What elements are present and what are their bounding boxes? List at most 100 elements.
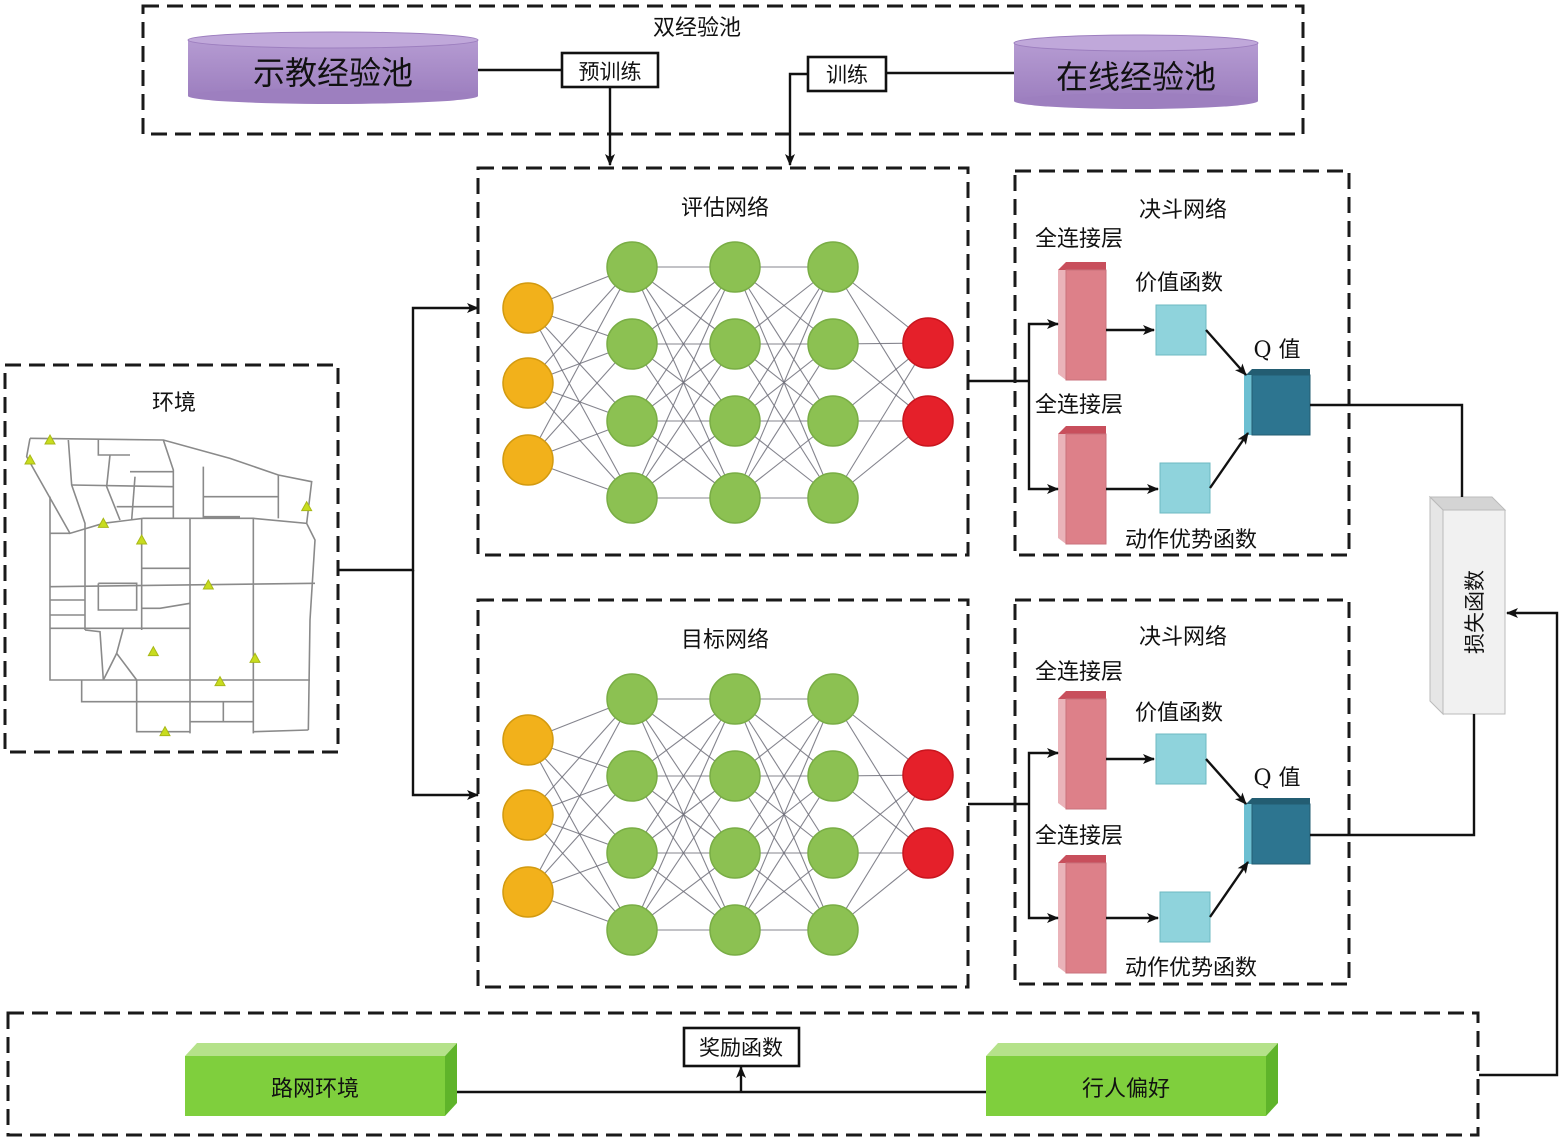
eval-network-frame: [476, 166, 970, 557]
network-edge: [527, 775, 633, 893]
dual-experience-pool: 双经验池 示教经验池 在线经验池 预训练 训练: [141, 4, 1305, 166]
value-to-q-arrow: [1205, 329, 1247, 376]
pedestrian-pref-label: 行人偏好: [1082, 1077, 1170, 1102]
target-q-to-loss-line: [1310, 714, 1476, 837]
hidden-node: [709, 673, 761, 725]
road-segment: [202, 466, 240, 518]
hidden-node: [709, 241, 761, 293]
environment-frame: [3, 363, 340, 754]
dueling-top-title: 决斗网络: [1139, 198, 1227, 223]
eval-q-to-loss-line: [1310, 403, 1464, 497]
online-pool-label: 在线经验池: [1056, 58, 1216, 96]
pedestrian-marker-icon: [202, 578, 215, 590]
to-fc-top-arrow: [1027, 748, 1059, 807]
pedestrian-marker-icon: [159, 725, 171, 737]
road-segment: [71, 484, 174, 488]
road-segment: [97, 440, 130, 456]
road-segment: [253, 729, 309, 733]
pedestrian-marker-icon: [97, 517, 110, 528]
road-segment: [130, 476, 136, 521]
road-segment: [135, 680, 190, 733]
demo-pool-cylinder: 示教经验池: [187, 31, 479, 104]
network-edges: [527, 266, 929, 499]
eval-network-panel: 评估网络: [476, 166, 970, 557]
network-edge: [527, 698, 633, 893]
value-function-box: [1155, 304, 1207, 356]
hidden-node: [807, 827, 859, 879]
input-node: [502, 282, 554, 334]
hidden-node: [606, 750, 658, 802]
road-segment: [49, 582, 316, 588]
target-network-panel: 目标网络: [476, 598, 970, 989]
hidden-node: [807, 750, 859, 802]
value-fn-label: 价值函数: [1135, 701, 1223, 726]
train-box: [806, 55, 888, 93]
eval-network-title: 评估网络: [681, 196, 769, 221]
fc-bottom-label: 全连接层: [1035, 393, 1123, 418]
output-node: [902, 749, 954, 801]
hidden-node: [606, 472, 658, 524]
network-edges: [527, 698, 929, 931]
network-edge: [631, 775, 736, 931]
road-segment: [141, 602, 191, 610]
pedestrian-marker-icon: [249, 652, 261, 663]
network-edge: [527, 266, 633, 461]
output-node: [902, 317, 954, 369]
hidden-node: [606, 395, 658, 447]
pool-frame: [141, 4, 1305, 136]
pedestrian-marker-icon: [24, 453, 36, 465]
road-segment: [29, 437, 313, 524]
pedestrian-marker-icon: [44, 433, 56, 445]
network-edge: [734, 343, 834, 499]
network-edge: [527, 307, 633, 499]
fully-connected-layer-block: [1058, 691, 1107, 810]
advantage-function-box: [1159, 891, 1211, 943]
value-fn-label: 价值函数: [1135, 271, 1223, 296]
network-edge: [527, 698, 633, 816]
to-fc-top-arrow: [1027, 319, 1059, 378]
target-network-title: 目标网络: [681, 628, 769, 653]
road-segment: [97, 582, 138, 611]
q-value-label: Q 值: [1253, 338, 1300, 363]
road-segment: [84, 629, 105, 681]
q-value-box: [1244, 369, 1311, 436]
fc-top-label: 全连接层: [1035, 660, 1123, 685]
to-fc-bottom-arrow: [1027, 807, 1059, 923]
hidden-node: [709, 904, 761, 956]
advantage-function-box: [1159, 462, 1211, 514]
hidden-node: [807, 673, 859, 725]
environment-panel: 环境: [3, 363, 340, 754]
network-edge: [631, 343, 736, 499]
q-value-label: Q 值: [1253, 766, 1300, 791]
advantage-to-q-arrow: [1209, 432, 1249, 489]
pedestrian-marker-icon: [147, 645, 160, 657]
hidden-node: [606, 318, 658, 370]
q-value-box: [1244, 798, 1311, 865]
env-to-target-arrow: [411, 570, 479, 800]
to-fc-bottom-arrow: [1027, 378, 1059, 494]
network-edge: [631, 266, 736, 499]
road-segment: [102, 652, 118, 681]
dueling-network-top: 决斗网络 全连接层 价值函数 Q 值 全连接层 动作优势函数: [1013, 169, 1351, 557]
network-edge: [734, 698, 834, 854]
environment-title: 环境: [152, 391, 196, 416]
road-network-map: [24, 433, 316, 737]
network-edge: [631, 266, 736, 422]
fully-connected-layer-block: [1058, 426, 1107, 545]
output-node: [902, 395, 954, 447]
pedestrian-marker-icon: [135, 533, 148, 545]
hidden-node: [807, 472, 859, 524]
dueling-network-bottom: 决斗网络 全连接层 价值函数 Q 值 全连接层 动作优势函数: [1013, 598, 1351, 986]
advantage-to-q-arrow: [1209, 861, 1249, 918]
input-node: [502, 789, 554, 841]
network-edge: [734, 266, 834, 422]
road-env-block: 路网环境: [185, 1043, 457, 1116]
network-edge: [527, 266, 633, 384]
reward-panel: 路网环境 行人偏好 奖励函数: [6, 1011, 1480, 1137]
network-edge: [734, 775, 834, 931]
hidden-node: [606, 241, 658, 293]
hidden-node: [606, 827, 658, 879]
hidden-node: [709, 395, 761, 447]
road-segment: [49, 496, 310, 681]
